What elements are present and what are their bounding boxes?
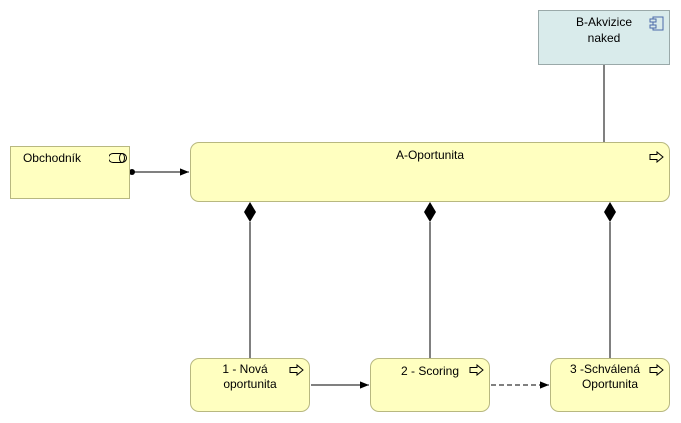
node-label: Obchodník <box>22 151 82 165</box>
business-process-icon <box>289 364 304 376</box>
business-process-icon <box>469 364 484 376</box>
node-label-line1: 1 - Nová <box>222 362 268 376</box>
business-process-scoring[interactable]: 2 - Scoring <box>370 358 490 412</box>
business-process-oportunita[interactable]: A-Oportunita <box>190 142 670 202</box>
composition-diamond-3 <box>604 202 616 222</box>
business-process-icon <box>649 151 664 163</box>
node-label: 2 - Scoring <box>400 364 460 378</box>
composition-diamond-2 <box>424 202 436 222</box>
node-label-line2: Oportunita <box>581 377 639 391</box>
business-process-icon <box>649 364 664 376</box>
node-label-line2: oportunita <box>223 377 277 391</box>
business-process-schvalena-oportunita[interactable]: 3 -Schválená Oportunita <box>550 358 670 412</box>
business-role-icon <box>109 153 127 163</box>
assignment-dot <box>129 169 135 175</box>
node-label-line2: naked <box>587 31 621 45</box>
business-process-nova-oportunita[interactable]: 1 - Nová oportunita <box>190 358 310 412</box>
node-label-line1: B-Akvizice <box>575 15 632 29</box>
node-label-line1: 3 -Schválená <box>569 362 641 376</box>
application-component-icon <box>649 16 664 31</box>
composition-diamond-1 <box>244 202 256 222</box>
application-component-akvizice[interactable]: B-Akvizice naked <box>538 10 670 65</box>
node-label: A-Oportunita <box>395 148 465 162</box>
business-role-obchodnik[interactable]: Obchodník <box>10 146 130 199</box>
